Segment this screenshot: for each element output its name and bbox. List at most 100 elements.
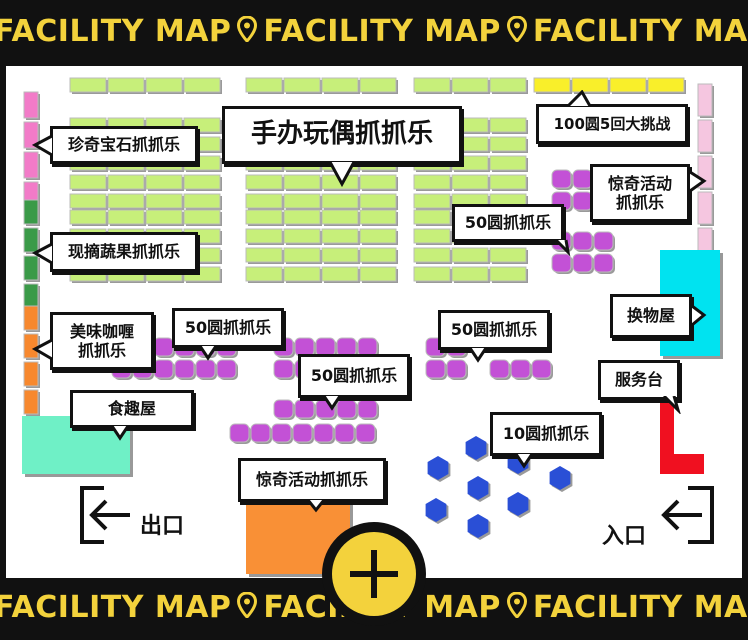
claw-machine bbox=[489, 77, 527, 93]
label-tail bbox=[514, 454, 534, 469]
label-text: 100圆5回大挑战 bbox=[553, 115, 671, 133]
claw-machine bbox=[145, 209, 183, 225]
claw-machine bbox=[413, 193, 451, 209]
claw-machine bbox=[321, 77, 359, 93]
claw-machine bbox=[413, 247, 451, 263]
claw-machine-small bbox=[273, 359, 294, 379]
location-pin-icon bbox=[506, 591, 527, 626]
claw-machine bbox=[183, 174, 221, 190]
claw-machine-small bbox=[425, 359, 446, 379]
claw-machine-small bbox=[174, 359, 195, 379]
claw-machine-small bbox=[229, 423, 250, 443]
claw-machine bbox=[23, 151, 39, 179]
claw-machine-small bbox=[216, 359, 237, 379]
claw-machine bbox=[245, 247, 283, 263]
claw-machine bbox=[107, 174, 145, 190]
label-text: 手办玩偶抓抓乐 bbox=[250, 119, 433, 150]
claw-machine bbox=[245, 174, 283, 190]
label-tail bbox=[566, 90, 592, 108]
claw-machine bbox=[145, 193, 183, 209]
banner-text: FACILITY MAP bbox=[532, 590, 748, 625]
token-machine bbox=[549, 466, 571, 490]
claw-machine bbox=[359, 247, 397, 263]
claw-machine-small bbox=[593, 231, 614, 251]
label-food-house: 食趣屋 bbox=[70, 390, 194, 428]
label-tail bbox=[32, 134, 53, 157]
claw-machine bbox=[647, 77, 685, 93]
claw-machine-small bbox=[446, 359, 467, 379]
claw-machine bbox=[697, 191, 713, 225]
label-challenge: 100圆5回大挑战 bbox=[536, 104, 688, 144]
entrance-arrow-icon bbox=[661, 486, 714, 544]
claw-machine bbox=[489, 266, 527, 282]
label-10yen: 10圆抓抓乐 bbox=[490, 412, 602, 456]
claw-machine bbox=[451, 77, 489, 93]
token-machine bbox=[467, 476, 489, 500]
claw-machine bbox=[283, 209, 321, 225]
location-pin-icon bbox=[237, 15, 258, 50]
claw-machine bbox=[321, 209, 359, 225]
claw-machine bbox=[321, 266, 359, 282]
claw-machine bbox=[183, 77, 221, 93]
claw-machine bbox=[245, 209, 283, 225]
claw-machine bbox=[283, 266, 321, 282]
label-text: 服务台 bbox=[614, 370, 663, 390]
claw-machine bbox=[107, 209, 145, 225]
claw-machine bbox=[245, 77, 283, 93]
claw-machine-small bbox=[334, 423, 355, 443]
claw-machine-small bbox=[294, 399, 315, 419]
claw-machine bbox=[23, 121, 39, 149]
claw-machine bbox=[609, 77, 647, 93]
claw-machine bbox=[69, 174, 107, 190]
claw-machine bbox=[245, 266, 283, 282]
claw-machine bbox=[183, 193, 221, 209]
claw-machine-small bbox=[250, 423, 271, 443]
claw-machine bbox=[23, 227, 39, 253]
zoom-in-button[interactable] bbox=[322, 522, 426, 626]
location-pin-icon bbox=[237, 591, 258, 626]
banner-text: FACILITY MAP bbox=[0, 590, 232, 625]
claw-machine bbox=[23, 305, 39, 331]
label-text: 换物屋 bbox=[626, 306, 675, 326]
label-tail bbox=[198, 346, 218, 361]
label-tail bbox=[468, 348, 488, 363]
token-machine bbox=[465, 436, 487, 460]
claw-machine bbox=[359, 266, 397, 282]
claw-machine bbox=[359, 228, 397, 244]
banner-text: FACILITY MAP bbox=[0, 14, 232, 49]
label-gem-claw: 珍奇宝石抓抓乐 bbox=[50, 126, 198, 164]
claw-machine bbox=[451, 174, 489, 190]
claw-machine bbox=[107, 193, 145, 209]
claw-machine bbox=[697, 83, 713, 117]
claw-machine bbox=[413, 228, 451, 244]
claw-machine-small bbox=[153, 359, 174, 379]
claw-machine bbox=[23, 283, 39, 309]
claw-machine-small bbox=[153, 337, 174, 357]
claw-machine bbox=[451, 266, 489, 282]
claw-machine-small bbox=[551, 253, 572, 273]
claw-machine bbox=[23, 389, 39, 415]
claw-machine bbox=[283, 247, 321, 263]
claw-machine bbox=[245, 193, 283, 209]
claw-machine bbox=[23, 255, 39, 281]
exit-arrow-icon bbox=[80, 486, 130, 544]
label-text: 美味咖喱 抓抓乐 bbox=[69, 321, 134, 360]
label-tail bbox=[32, 338, 53, 361]
banner-text: FACILITY MAP bbox=[532, 14, 748, 49]
claw-machine bbox=[533, 77, 571, 93]
token-machine bbox=[467, 514, 489, 538]
label-exchange: 换物屋 bbox=[610, 294, 692, 338]
claw-machine-small bbox=[531, 359, 552, 379]
claw-machine bbox=[145, 77, 183, 93]
claw-machine bbox=[245, 228, 283, 244]
claw-machine bbox=[489, 247, 527, 263]
claw-machine-small bbox=[551, 169, 572, 189]
claw-machine bbox=[283, 174, 321, 190]
label-tail bbox=[306, 500, 326, 513]
claw-machine bbox=[359, 209, 397, 225]
label-text: 惊奇活动抓抓乐 bbox=[255, 470, 368, 490]
entrance-label: 入口 bbox=[602, 524, 647, 549]
claw-machine-small bbox=[355, 423, 376, 443]
claw-machine-small bbox=[489, 359, 510, 379]
